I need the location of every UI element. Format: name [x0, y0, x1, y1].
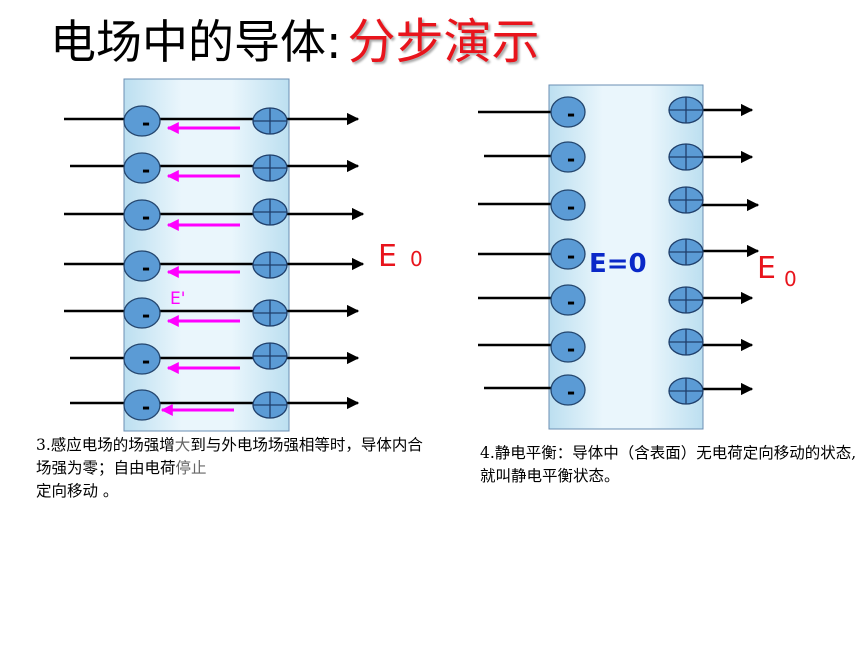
negative-sign: - [142, 395, 150, 419]
negative-charge [123, 343, 161, 375]
negative-charge [550, 331, 586, 363]
negative-sign: - [567, 195, 575, 219]
left-induced-arrows [160, 122, 240, 416]
left-e0-label: E [378, 239, 397, 274]
negative-sign: - [142, 205, 150, 229]
title-sub: 分步演示 [347, 14, 540, 70]
negative-sign: - [567, 337, 575, 361]
positive-charge [252, 251, 288, 279]
negative-sign: - [142, 111, 150, 135]
right-incoming-field-lines [478, 110, 555, 390]
positive-charge [668, 238, 704, 266]
step4-caption: 4.静电平衡：导体中（含表面）无电荷定向移动的状态,就叫静电平衡状态。 [480, 444, 857, 485]
step3-caption-part: 大 [174, 436, 191, 454]
negative-sign: - [142, 256, 150, 280]
right-outgoing-field-lines [700, 103, 760, 396]
title: 电场中的导体: 分步演示 [50, 2, 540, 78]
negative-sign: - [567, 102, 575, 126]
inside-field-label: E=0 [589, 249, 647, 279]
negative-charge [123, 250, 161, 282]
step3-caption-part: 停止 [175, 459, 207, 477]
left-panel: - - - - - - - E' E 0 [64, 78, 423, 432]
positive-charge [252, 342, 288, 370]
right-positive-charges [668, 96, 704, 405]
negative-sign: - [567, 380, 575, 404]
right-negative-signs: - - - - - - - [567, 102, 575, 404]
right-panel: - - - - - - - E=0 E 0 [478, 84, 797, 430]
positive-charge [668, 96, 704, 124]
positive-charge [252, 107, 288, 135]
positive-charge [668, 186, 704, 214]
eprime-label: E' [170, 289, 185, 309]
left-field-lines [64, 112, 365, 410]
negative-sign: - [142, 349, 150, 373]
left-negative-signs: - - - - - - - [142, 111, 150, 419]
negative-charge [123, 199, 161, 231]
left-e0-subscript: 0 [410, 247, 423, 271]
left-negative-charges [123, 105, 161, 421]
negative-charge [123, 389, 161, 421]
right-negative-charges [550, 96, 586, 406]
step3-caption-part: 到与外电场场强相等时，导体内合场强为零；自由电荷 [36, 436, 423, 477]
negative-sign: - [567, 290, 575, 314]
step3-caption: 3.感应电场的场强增大到与外电场场强相等时，导体内合场强为零；自由电荷停止定向移… [36, 434, 436, 503]
negative-charge [550, 374, 586, 406]
negative-sign: - [142, 158, 150, 182]
step3-caption-part: 3.感应电场的场强增 [36, 436, 175, 454]
negative-charge [550, 96, 586, 128]
negative-charge [123, 297, 161, 329]
negative-charge [550, 189, 586, 221]
negative-charge [550, 284, 586, 316]
positive-charge [668, 143, 704, 171]
positive-charge [252, 198, 288, 226]
step3-caption-part: 定向移动 。 [36, 482, 119, 500]
positive-charge [668, 377, 704, 405]
positive-charge [252, 154, 288, 182]
right-e0-label: E [757, 251, 776, 286]
negative-sign: - [567, 147, 575, 171]
negative-sign: - [142, 303, 150, 327]
positive-charge [252, 299, 288, 327]
negative-charge [123, 152, 161, 184]
right-e0-subscript: 0 [784, 267, 797, 291]
left-positive-charges [252, 107, 288, 419]
title-main: 电场中的导体: [50, 15, 342, 69]
negative-sign: - [567, 244, 575, 268]
negative-charge [123, 105, 161, 137]
negative-charge [550, 238, 586, 270]
positive-charge [668, 328, 704, 356]
positive-charge [668, 286, 704, 314]
negative-charge [550, 141, 586, 173]
positive-charge [252, 391, 288, 419]
